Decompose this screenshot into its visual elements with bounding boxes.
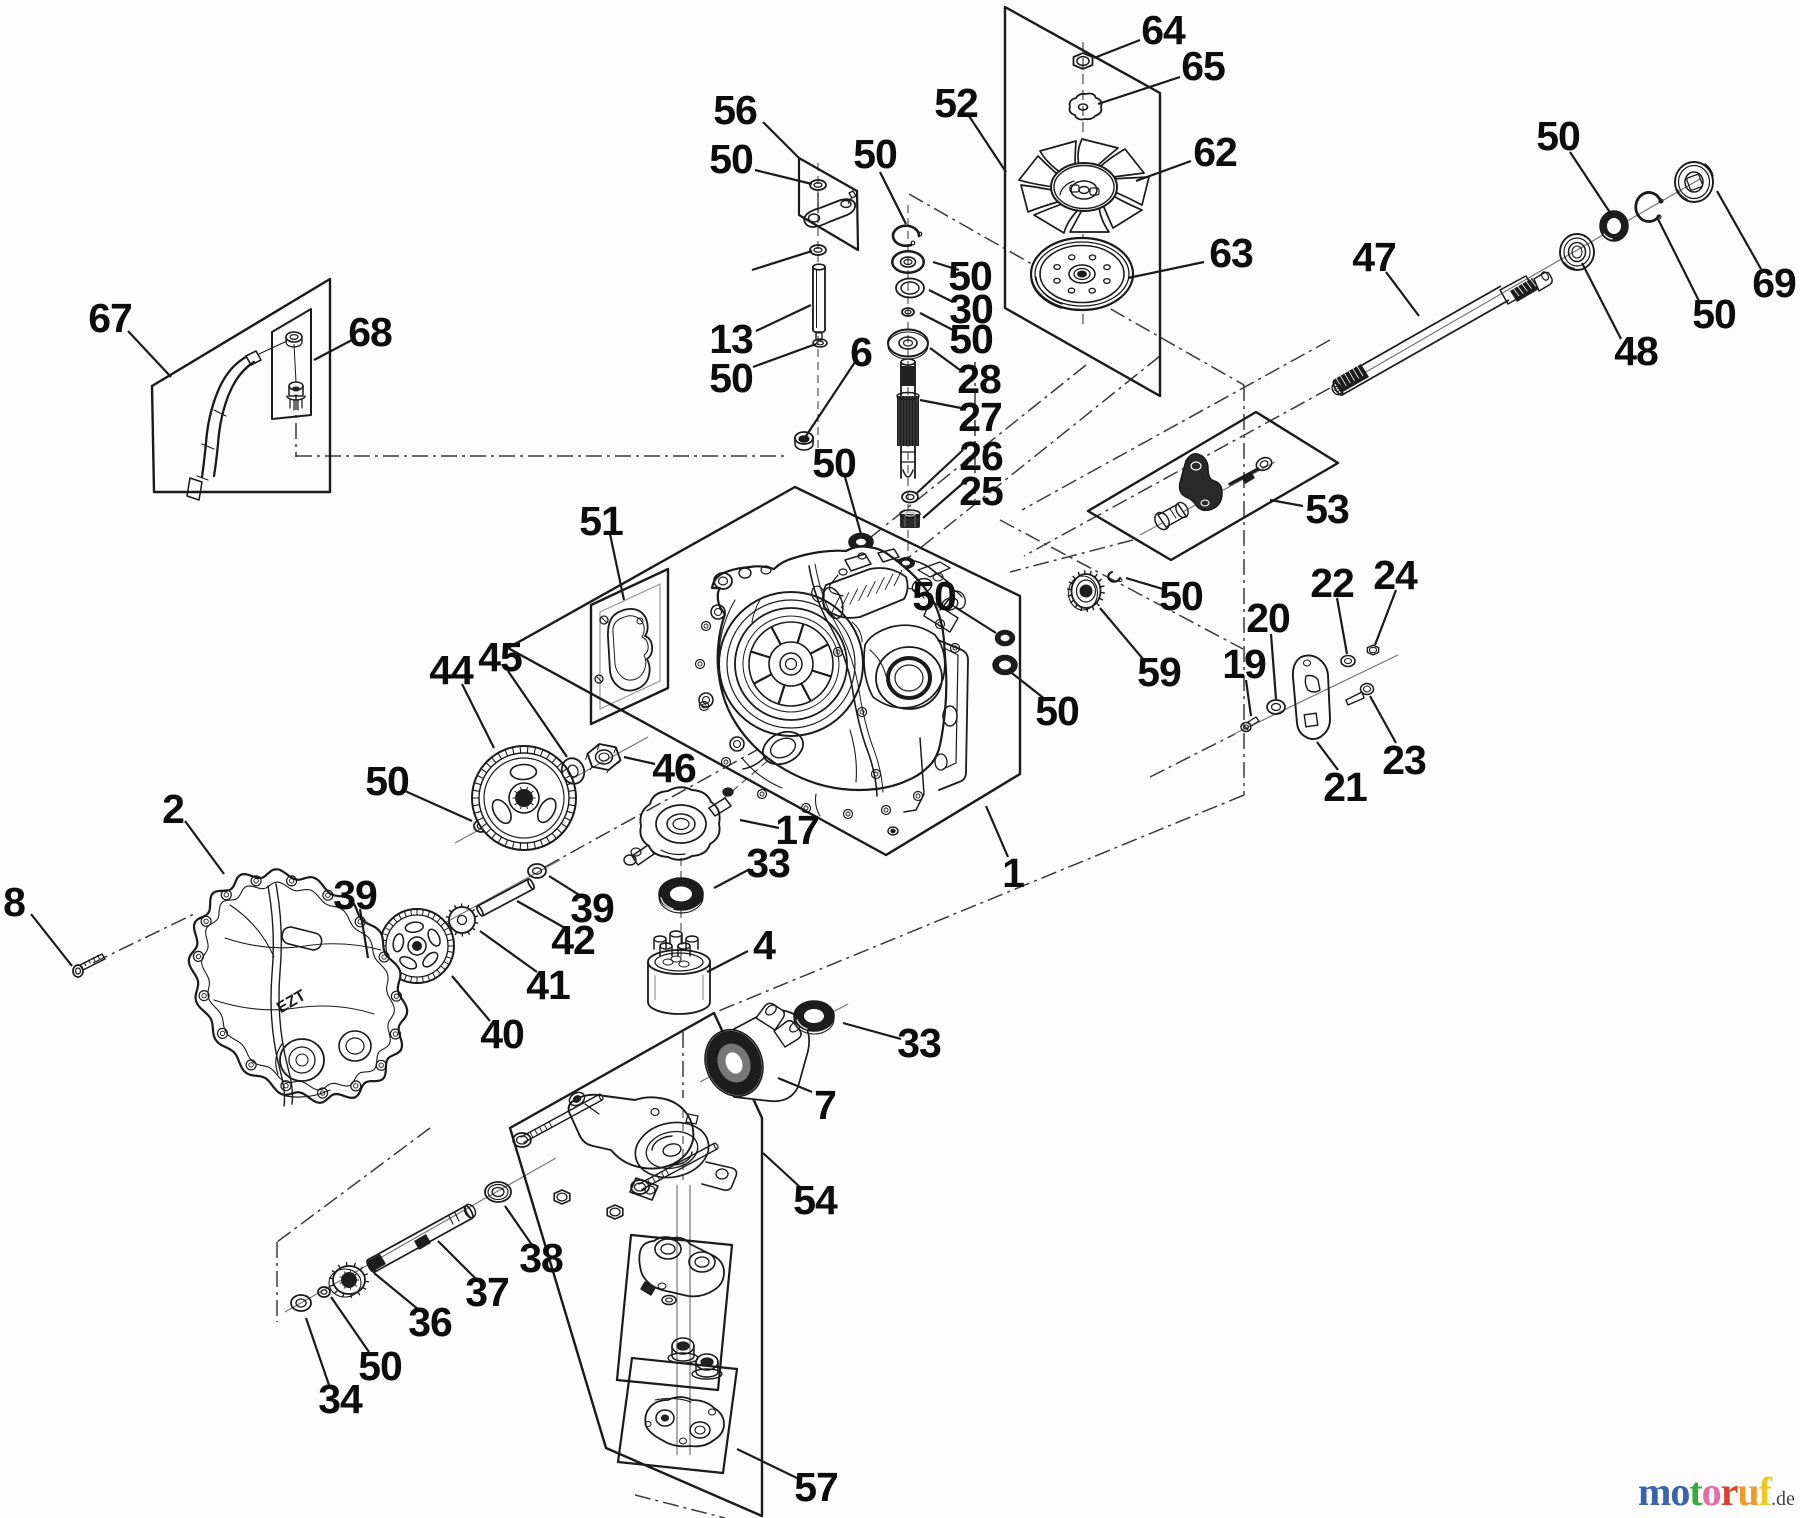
svg-text:48: 48 (1614, 328, 1658, 374)
svg-text:50: 50 (709, 355, 753, 401)
svg-text:52: 52 (934, 80, 978, 126)
svg-text:40: 40 (480, 1011, 524, 1057)
svg-text:36: 36 (408, 1299, 452, 1345)
svg-text:47: 47 (1352, 234, 1396, 280)
svg-text:24: 24 (1373, 552, 1418, 598)
svg-text:50: 50 (812, 440, 856, 486)
svg-text:23: 23 (1382, 737, 1426, 783)
svg-text:6: 6 (850, 329, 872, 375)
svg-text:44: 44 (429, 647, 474, 693)
svg-text:2: 2 (162, 786, 184, 832)
svg-text:33: 33 (897, 1020, 941, 1066)
svg-text:59: 59 (1137, 649, 1181, 695)
svg-text:41: 41 (526, 962, 570, 1008)
svg-text:46: 46 (652, 745, 696, 791)
svg-text:17: 17 (775, 807, 819, 853)
svg-text:27: 27 (958, 394, 1002, 440)
svg-text:39: 39 (333, 872, 377, 918)
svg-text:19: 19 (1222, 641, 1266, 687)
svg-text:33: 33 (746, 840, 790, 886)
svg-text:50: 50 (949, 316, 993, 362)
svg-text:63: 63 (1209, 230, 1253, 276)
svg-text:50: 50 (1159, 573, 1203, 619)
svg-text:13: 13 (709, 316, 753, 362)
svg-text:34: 34 (318, 1376, 363, 1422)
svg-text:53: 53 (1305, 486, 1349, 532)
svg-text:20: 20 (1246, 595, 1290, 641)
svg-text:50: 50 (709, 136, 753, 182)
svg-text:28: 28 (957, 356, 1001, 402)
svg-text:54: 54 (793, 1177, 838, 1223)
svg-text:38: 38 (519, 1235, 563, 1281)
svg-text:8: 8 (3, 879, 25, 925)
svg-text:39: 39 (570, 885, 614, 931)
svg-text:67: 67 (88, 295, 132, 341)
svg-text:50: 50 (912, 573, 956, 619)
svg-text:50: 50 (1692, 291, 1736, 337)
svg-text:50: 50 (1536, 113, 1580, 159)
svg-text:50: 50 (1035, 688, 1079, 734)
svg-text:50: 50 (853, 131, 897, 177)
svg-text:64: 64 (1141, 7, 1186, 53)
svg-text:25: 25 (959, 468, 1003, 514)
svg-text:21: 21 (1323, 764, 1367, 810)
svg-text:42: 42 (551, 917, 595, 963)
svg-text:26: 26 (959, 433, 1003, 479)
svg-text:62: 62 (1193, 129, 1237, 175)
svg-text:motoruf.de: motoruf.de (1638, 1469, 1795, 1514)
svg-text:7: 7 (814, 1082, 836, 1128)
svg-text:50: 50 (365, 758, 409, 804)
svg-text:37: 37 (465, 1269, 509, 1315)
svg-text:69: 69 (1752, 260, 1796, 306)
svg-text:22: 22 (1310, 560, 1354, 606)
svg-text:50: 50 (948, 253, 992, 299)
svg-text:50: 50 (358, 1343, 402, 1389)
svg-text:1: 1 (1002, 850, 1024, 896)
svg-text:51: 51 (579, 498, 623, 544)
svg-text:65: 65 (1181, 43, 1225, 89)
svg-text:68: 68 (348, 309, 392, 355)
svg-text:30: 30 (949, 286, 993, 332)
svg-text:57: 57 (794, 1464, 838, 1510)
svg-text:56: 56 (713, 87, 757, 133)
svg-text:4: 4 (753, 922, 776, 968)
svg-text:45: 45 (478, 634, 522, 680)
